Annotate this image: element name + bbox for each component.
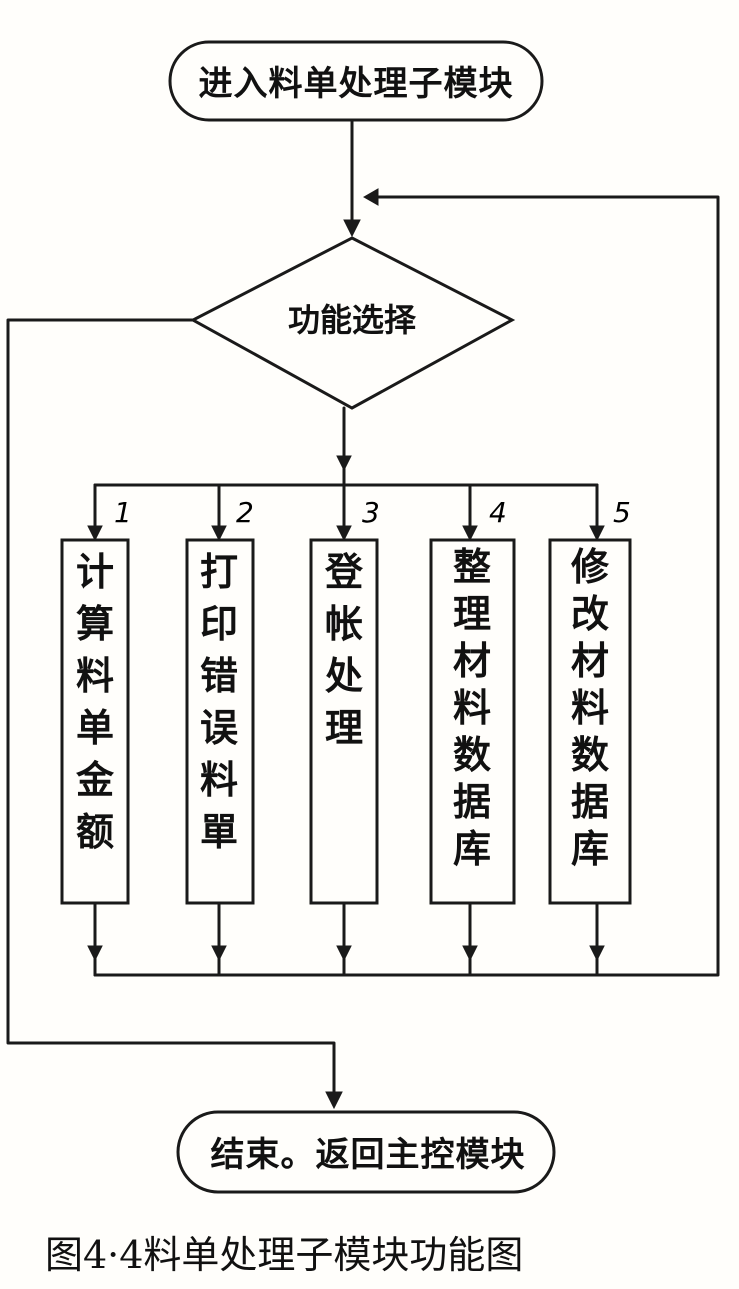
box-1-char-1: 计 xyxy=(76,549,114,594)
process-box-1 xyxy=(60,538,130,905)
loop-back-line xyxy=(368,195,720,977)
box-3-char-4: 理 xyxy=(325,705,363,750)
box-4-char-6: 据 xyxy=(453,779,491,824)
branch-3: 3 登 帐 处 理 xyxy=(309,483,380,977)
arrow-down-head xyxy=(336,455,352,472)
figure-caption: 图4·4料单处理子模块功能图 xyxy=(45,1233,523,1277)
process-box-4 xyxy=(429,538,516,905)
branch-2: 2 打 印 错 误 料 單 xyxy=(185,483,255,977)
box-4-char-2: 理 xyxy=(453,591,491,636)
box-1-char-2: 算 xyxy=(76,601,114,646)
branch-4: 4 整 理 材 料 数 据 库 xyxy=(429,483,516,977)
branch-4-out-arrow-head xyxy=(462,945,478,962)
box-5-char-7: 库 xyxy=(571,826,609,871)
box-2-char-1: 打 xyxy=(200,549,238,594)
box-2-char-4: 误 xyxy=(200,705,238,750)
box-1-char-5: 金 xyxy=(75,757,115,802)
branch-2-arrow-head xyxy=(211,525,227,542)
box-2-char-3: 错 xyxy=(200,653,238,698)
arrow-to-decision-head xyxy=(343,219,361,238)
box-4-char-5: 数 xyxy=(453,732,491,777)
box-4-char-4: 料 xyxy=(453,685,491,730)
box-5-char-3: 材 xyxy=(571,638,609,683)
box-4-char-1: 整 xyxy=(453,544,491,589)
branch-1-out-arrow-head xyxy=(87,945,103,962)
process-box-5 xyxy=(548,538,632,905)
box-5-char-2: 改 xyxy=(571,591,609,636)
box-3-char-3: 处 xyxy=(325,653,363,698)
box-1-char-3: 料 xyxy=(76,653,114,698)
branch-1: 1 计 算 料 单 金 额 xyxy=(60,483,132,977)
box-3-char-2: 帐 xyxy=(325,601,363,646)
box-2-char-6: 單 xyxy=(200,809,238,854)
branch-4-number: 4 xyxy=(489,496,507,529)
decision-node: 功能选择 xyxy=(189,236,516,410)
branch-1-number: 1 xyxy=(114,496,132,529)
box-2-char-5: 料 xyxy=(200,757,238,802)
loop-arrow-head xyxy=(362,188,379,206)
branch-3-number: 3 xyxy=(362,496,380,529)
box-3-char-1: 登 xyxy=(324,549,364,594)
branch-3-arrow-head xyxy=(336,525,352,542)
exit-line xyxy=(6,318,336,1097)
branch-2-out-arrow-head xyxy=(211,945,227,962)
branch-2-number: 2 xyxy=(236,496,254,529)
branch-5-number: 5 xyxy=(613,496,631,529)
exit-arrow-head xyxy=(325,1091,343,1110)
process-box-2 xyxy=(185,538,255,905)
box-5-char-4: 料 xyxy=(571,685,609,730)
box-2-char-2: 印 xyxy=(200,601,238,646)
start-node: 进入料单处理子模块 xyxy=(168,40,544,122)
branch-5: 5 修 改 材 料 数 据 库 xyxy=(548,483,632,977)
branch-3-out-arrow-head xyxy=(336,945,352,962)
decision-label: 功能选择 xyxy=(288,301,417,339)
branch-4-arrow-head xyxy=(462,525,478,542)
box-5-char-5: 数 xyxy=(571,732,609,777)
box-1-char-6: 额 xyxy=(76,809,114,854)
branch-1-arrow-head xyxy=(87,525,103,542)
start-label: 进入料单处理子模块 xyxy=(199,64,514,104)
box-5-char-1: 修 xyxy=(571,544,610,589)
branch-5-arrow-head xyxy=(589,525,605,542)
box-4-char-7: 库 xyxy=(453,826,491,871)
box-1-char-4: 单 xyxy=(76,705,114,750)
branch-5-out-arrow-head xyxy=(589,945,605,962)
end-label: 结束。返回主控模块 xyxy=(211,1135,526,1175)
box-4-char-3: 材 xyxy=(453,638,491,683)
end-node: 结束。返回主控模块 xyxy=(176,1110,556,1194)
box-5-char-6: 据 xyxy=(571,779,609,824)
